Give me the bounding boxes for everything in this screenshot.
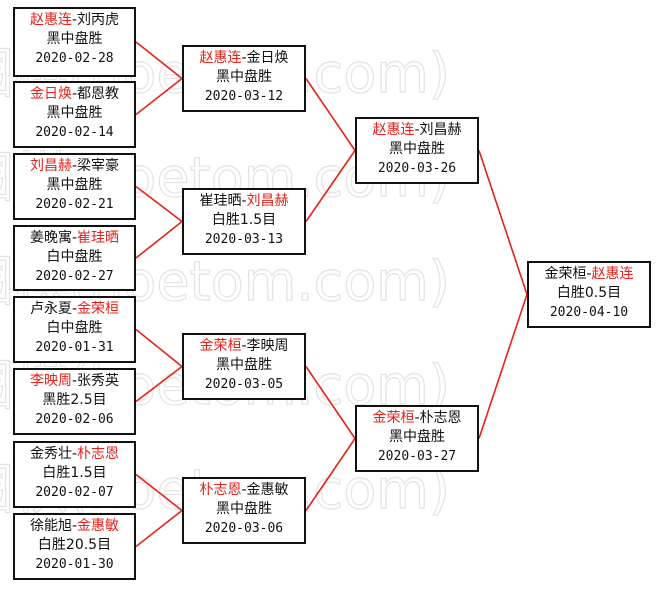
match-date: 2020-03-26 bbox=[377, 161, 457, 176]
match-result: 黑中盘胜 bbox=[216, 69, 272, 85]
match-box-r1-8: 徐能旭-金惠敏 白胜20.5目 2020-01-30 bbox=[13, 513, 136, 580]
match-date: 2020-02-21 bbox=[35, 197, 114, 212]
match-box-final: 金荣桓-赵惠连 白胜0.5目 2020-04-10 bbox=[527, 261, 651, 328]
match-box-r3-2: 金荣桓-朴志恩 黑中盘胜 2020-03-27 bbox=[355, 405, 479, 472]
player-white: 金日焕 bbox=[246, 50, 289, 66]
connector-line-11 bbox=[305, 366, 356, 439]
player-black: 崔珪晒 bbox=[199, 193, 242, 209]
player-white: 刘昌赫 bbox=[246, 193, 289, 209]
connector-line-1 bbox=[135, 41, 183, 80]
match-result: 黑胜2.5目 bbox=[42, 392, 107, 408]
match-date: 2020-02-07 bbox=[35, 485, 114, 500]
connector-line-3 bbox=[135, 185, 183, 223]
player-black: 金秀壮 bbox=[29, 446, 72, 462]
match-date: 2020-04-10 bbox=[549, 305, 629, 320]
match-box-r1-2: 金日焕-都恩教 黑中盘胜 2020-02-14 bbox=[13, 81, 136, 148]
match-date: 2020-02-14 bbox=[35, 125, 114, 140]
player-black: 金荣桓 bbox=[372, 410, 415, 426]
match-result: 白胜20.5目 bbox=[37, 537, 112, 553]
player-white: 金惠敏 bbox=[246, 482, 289, 498]
match-date: 2020-03-12 bbox=[204, 89, 284, 104]
player-white: 朴志恩 bbox=[77, 446, 120, 462]
match-result: 黑中盘胜 bbox=[46, 105, 103, 121]
connector-line-14 bbox=[478, 294, 528, 439]
player-black: 卢永夏 bbox=[29, 301, 72, 317]
connector-line-13 bbox=[478, 150, 528, 295]
connector-line-9 bbox=[305, 78, 356, 151]
player-black: 徐能旭 bbox=[29, 518, 72, 534]
match-result: 白胜0.5目 bbox=[556, 285, 622, 301]
match-date: 2020-02-27 bbox=[35, 269, 114, 284]
player-white: 刘昌赫 bbox=[419, 122, 462, 138]
match-box-r1-5: 卢永夏-金荣桓 白中盘胜 2020-01-31 bbox=[13, 296, 136, 363]
connector-line-7 bbox=[135, 473, 183, 512]
match-result: 白胜1.5目 bbox=[42, 465, 107, 481]
player-black: 赵惠连 bbox=[372, 122, 415, 138]
connector-line-8 bbox=[135, 509, 183, 548]
player-white: 金荣桓 bbox=[77, 301, 120, 317]
match-box-r2-3: 金荣桓-李映周 黑中盘胜 2020-03-05 bbox=[182, 333, 306, 400]
player-black: 朴志恩 bbox=[199, 482, 242, 498]
connector-line-12 bbox=[305, 438, 356, 511]
match-result: 黑中盘胜 bbox=[46, 177, 103, 193]
match-box-r1-4: 姜晚寓-崔珪晒 白中盘胜 2020-02-27 bbox=[13, 225, 136, 291]
match-box-r1-7: 金秀壮-朴志恩 白胜1.5目 2020-02-07 bbox=[13, 441, 136, 508]
match-result: 白胜1.5目 bbox=[211, 212, 277, 228]
player-black: 金荣桓 bbox=[199, 338, 242, 354]
match-date: 2020-02-28 bbox=[35, 51, 114, 66]
connector-line-4 bbox=[135, 220, 183, 259]
match-box-r3-1: 赵惠连-刘昌赫 黑中盘胜 2020-03-26 bbox=[355, 117, 479, 184]
player-white: 赵惠连 bbox=[591, 266, 634, 282]
match-date: 2020-03-05 bbox=[204, 377, 284, 392]
match-date: 2020-01-30 bbox=[35, 557, 114, 572]
match-result: 白中盘胜 bbox=[46, 320, 103, 336]
player-black: 赵惠连 bbox=[199, 50, 242, 66]
player-white: 梁宰豪 bbox=[77, 158, 120, 174]
player-white: 都恩教 bbox=[77, 86, 120, 102]
player-white: 李映周 bbox=[246, 338, 289, 354]
match-date: 2020-02-06 bbox=[35, 412, 114, 427]
match-date: 2020-03-06 bbox=[204, 521, 284, 536]
connector-line-5 bbox=[135, 328, 183, 368]
connector-line-2 bbox=[135, 77, 183, 116]
match-date: 2020-01-31 bbox=[35, 340, 114, 355]
match-result: 黑中盘胜 bbox=[216, 357, 272, 373]
match-result: 黑中盘胜 bbox=[389, 141, 445, 157]
match-result: 黑中盘胜 bbox=[46, 31, 103, 47]
match-result: 白中盘胜 bbox=[46, 249, 103, 265]
player-white: 金惠敏 bbox=[77, 518, 120, 534]
match-date: 2020-03-27 bbox=[377, 449, 457, 464]
match-box-r2-1: 赵惠连-金日焕 黑中盘胜 2020-03-12 bbox=[182, 45, 306, 112]
match-box-r1-3: 刘昌赫-梁宰豪 黑中盘胜 2020-02-21 bbox=[13, 153, 136, 220]
match-result: 黑中盘胜 bbox=[216, 501, 272, 517]
match-date: 2020-03-13 bbox=[204, 232, 284, 247]
player-black: 金荣桓 bbox=[544, 266, 587, 282]
player-white: 刘丙虎 bbox=[77, 12, 120, 28]
player-black: 赵惠连 bbox=[29, 12, 72, 28]
match-box-r1-1: 赵惠连-刘丙虎 黑中盘胜 2020-02-28 bbox=[13, 7, 136, 77]
player-black: 李映周 bbox=[29, 373, 72, 389]
connector-line-6 bbox=[135, 365, 183, 403]
player-black: 金日焕 bbox=[29, 86, 72, 102]
match-result: 黑中盘胜 bbox=[389, 429, 445, 445]
player-black: 姜晚寓 bbox=[29, 230, 72, 246]
match-box-r1-6: 李映周-张秀英 黑胜2.5目 2020-02-06 bbox=[13, 368, 136, 435]
player-white: 朴志恩 bbox=[419, 410, 462, 426]
player-white: 张秀英 bbox=[77, 373, 120, 389]
player-black: 刘昌赫 bbox=[29, 158, 72, 174]
player-white: 崔珪晒 bbox=[77, 230, 120, 246]
match-box-r2-4: 朴志恩-金惠敏 黑中盘胜 2020-03-06 bbox=[182, 477, 306, 544]
connector-line-10 bbox=[305, 150, 356, 222]
match-box-r2-2: 崔珪晒-刘昌赫 白胜1.5目 2020-03-13 bbox=[182, 188, 306, 255]
